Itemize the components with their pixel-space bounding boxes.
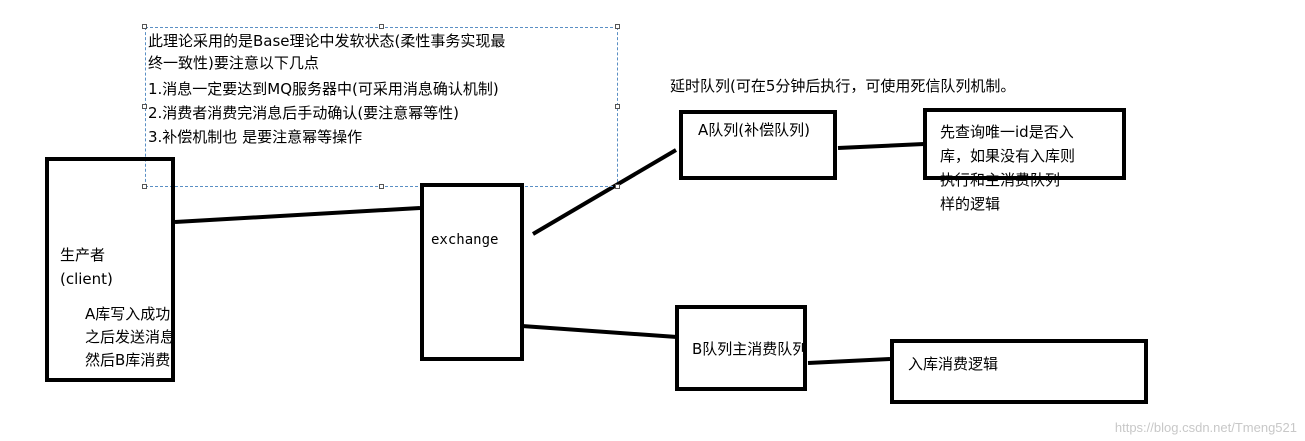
note-line-1: 此理论采用的是Base理论中发软状态(柔性事务实现最 — [148, 32, 506, 50]
resize-handle-br[interactable] — [615, 184, 620, 189]
note-line-4: 2.消费者消费完消息后手动确认(要注意幂等性) — [148, 104, 460, 122]
producer-detail-1: A库写入成功 — [85, 305, 171, 323]
producer-title: 生产者 — [60, 246, 106, 264]
queue-a-box — [679, 110, 837, 180]
queue-b-to-consumer-line — [807, 357, 891, 365]
producer-detail-2: 之后发送消息 — [85, 328, 176, 346]
note-line-2: 终一致性)要注意以下几点 — [148, 54, 319, 72]
producer-box — [45, 157, 175, 382]
compensation-box — [923, 108, 1126, 180]
compensation-line-2: 库，如果没有入库则 — [940, 147, 1076, 165]
resize-handle-tl[interactable] — [142, 24, 147, 29]
note-line-3: 1.消息一定要达到MQ服务器中(可采用消息确认机制) — [148, 80, 499, 98]
exchange-label: exchange — [431, 232, 499, 248]
consumer-box — [890, 339, 1148, 404]
compensation-line-3: 执行和主消费队列 — [940, 171, 1061, 189]
producer-subtitle: (client) — [60, 270, 113, 288]
note-line-5: 3.补偿机制也 是要注意幂等操作 — [148, 128, 363, 146]
queue-a-to-compensation-line — [837, 142, 925, 150]
watermark: https://blog.csdn.net/Tmeng521 — [1114, 420, 1297, 435]
producer-to-exchange-line — [174, 206, 421, 224]
resize-handle-ml[interactable] — [142, 104, 147, 109]
exchange-to-queue-a-line — [531, 148, 678, 236]
compensation-line-4: 样的逻辑 — [940, 195, 1001, 213]
queue-b-label: B队列主消费队列 — [692, 340, 808, 358]
resize-handle-bl[interactable] — [142, 184, 147, 189]
exchange-box — [420, 183, 524, 361]
compensation-line-1: 先查询唯一id是否入 — [940, 123, 1074, 141]
delay-queue-note: 延时队列(可在5分钟后执行，可使用死信队列机制。 — [670, 77, 1016, 95]
resize-handle-bm[interactable] — [379, 184, 384, 189]
queue-a-label: A队列(补偿队列) — [698, 121, 810, 139]
resize-handle-tm[interactable] — [379, 24, 384, 29]
consumer-label: 入库消费逻辑 — [908, 355, 999, 373]
exchange-to-queue-b-line — [521, 324, 678, 339]
queue-b-box — [675, 305, 807, 391]
producer-detail-3: 然后B库消费 — [85, 351, 171, 369]
resize-handle-tr[interactable] — [615, 24, 620, 29]
resize-handle-mr[interactable] — [615, 104, 620, 109]
base-theory-note[interactable]: 此理论采用的是Base理论中发软状态(柔性事务实现最 终一致性)要注意以下几点 … — [145, 27, 618, 187]
